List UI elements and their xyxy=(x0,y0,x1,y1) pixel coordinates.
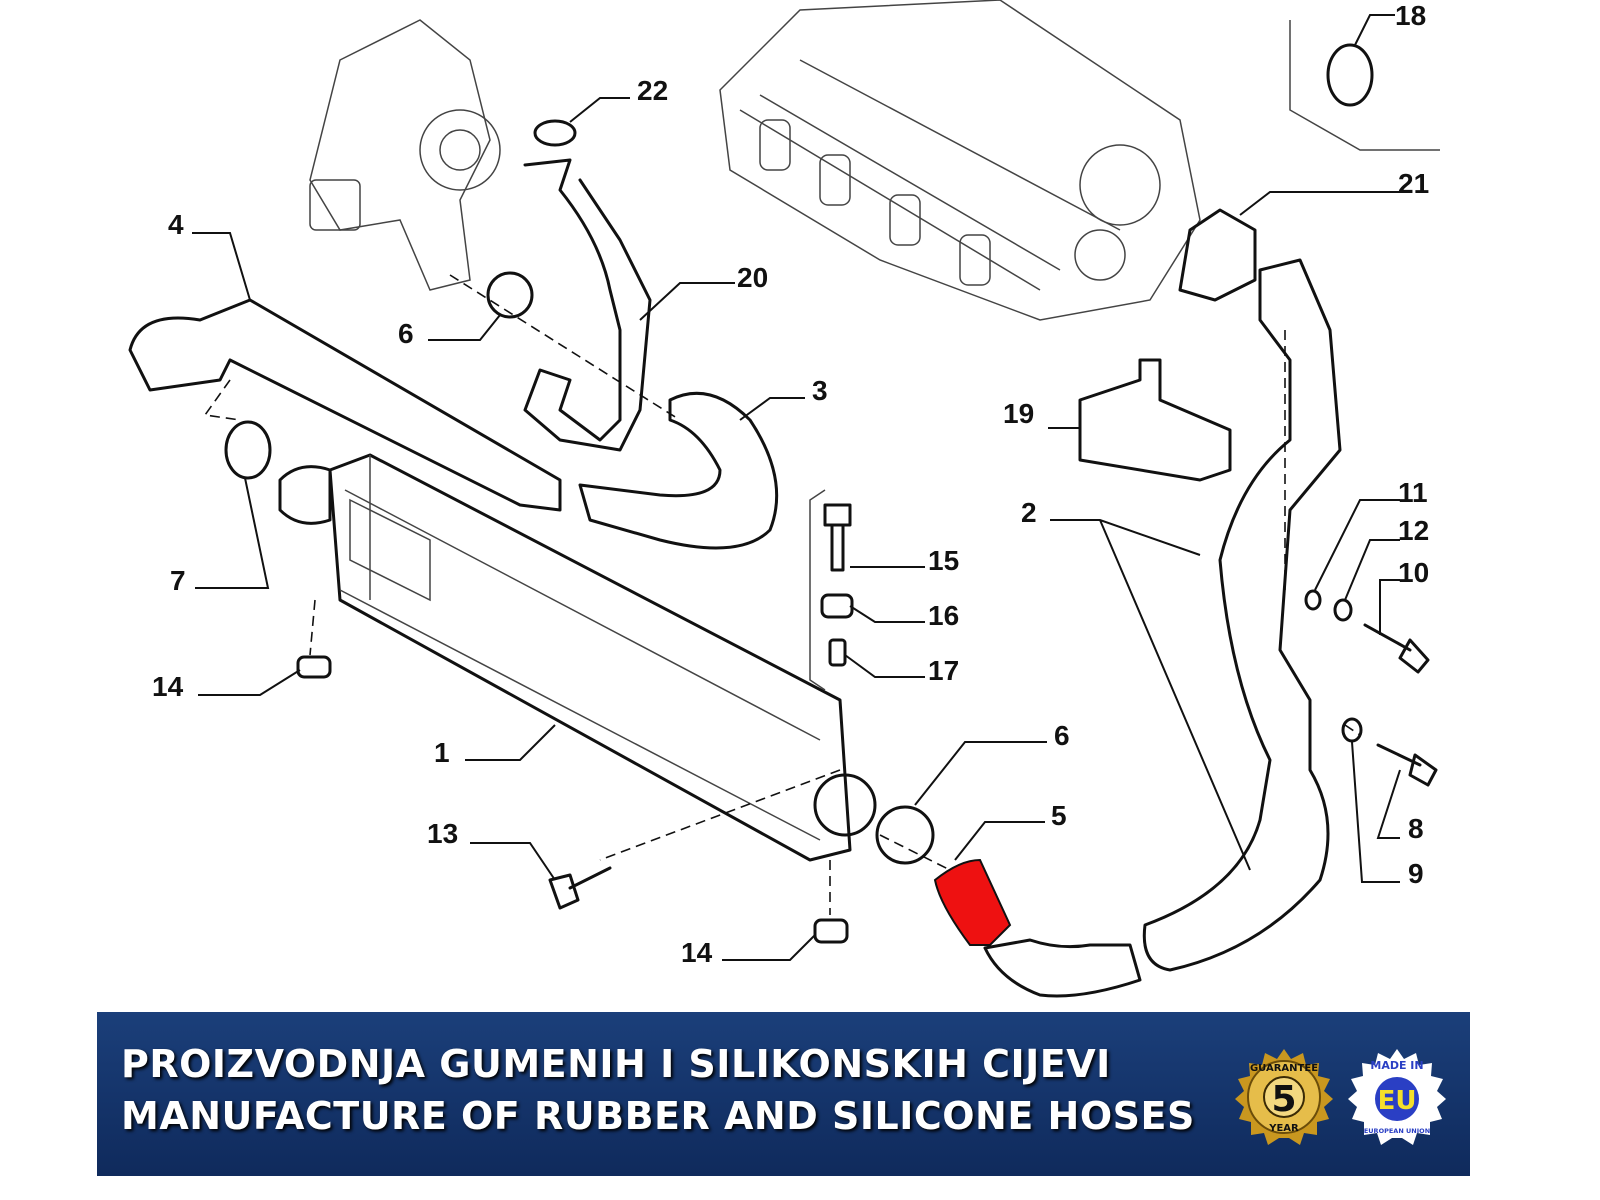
hose-5-elbow xyxy=(983,938,1142,998)
hose-clamp-6-lower xyxy=(875,805,935,865)
callout-12: 12 xyxy=(1398,515,1429,546)
turbocharger xyxy=(309,19,501,291)
leader-lines xyxy=(192,14,1401,961)
callout-19: 19 xyxy=(1003,398,1034,429)
screw-13 xyxy=(548,866,612,910)
hose-clamp-18 xyxy=(1289,20,1440,151)
bolt-15-16-17 xyxy=(809,489,854,691)
callout-8: 8 xyxy=(1408,813,1424,844)
callout-15: 15 xyxy=(928,545,959,576)
hose-5-highlighted xyxy=(933,858,1012,946)
washer-11 xyxy=(1304,589,1322,611)
bolt-8 xyxy=(1376,743,1438,787)
assembly-lines xyxy=(203,274,1361,915)
callout-4: 4 xyxy=(168,209,184,240)
banner-line-local: PROIZVODNJA GUMENIH I SILIKONSKIH CIJEVI xyxy=(121,1042,1111,1086)
callout-13: 13 xyxy=(427,818,458,849)
callout-7: 7 xyxy=(170,565,186,596)
callout-17: 17 xyxy=(928,655,959,686)
footer-banner: PROIZVODNJA GUMENIH I SILIKONSKIH CIJEVI… xyxy=(97,1012,1470,1176)
callout-5: 5 xyxy=(1051,800,1067,831)
callout-1: 1 xyxy=(434,737,450,768)
callout-3: 3 xyxy=(812,375,828,406)
hose-2 xyxy=(1142,258,1342,972)
callout-6: 6 xyxy=(398,318,414,349)
hose-4 xyxy=(128,298,562,512)
badge-european-union-text: EUROPEAN UNION xyxy=(1364,1127,1430,1135)
callout-18: 18 xyxy=(1395,0,1426,31)
o-ring-22 xyxy=(533,119,577,147)
grommet-14-lower xyxy=(813,918,849,944)
banner-line-english: MANUFACTURE OF RUBBER AND SILICONE HOSES xyxy=(121,1094,1195,1138)
intercooler-1 xyxy=(278,453,877,862)
badge-years-number: 5 xyxy=(1271,1079,1296,1120)
hose-clamp-6-upper xyxy=(486,271,534,319)
callout-20: 20 xyxy=(737,262,768,293)
intake-manifold xyxy=(719,0,1201,321)
made-in-eu-badge: MADE IN EU EUROPEAN UNION xyxy=(1348,1049,1446,1145)
badge-made-in-text: MADE IN xyxy=(1370,1059,1423,1072)
callout-6: 6 xyxy=(1054,720,1070,751)
washer-9 xyxy=(1341,717,1363,743)
callout-14: 14 xyxy=(681,937,713,968)
callout-10: 10 xyxy=(1398,557,1429,588)
badge-eu-text: EU xyxy=(1378,1086,1417,1116)
callout-16: 16 xyxy=(928,600,959,631)
hose-clamp-7 xyxy=(224,420,272,480)
gasket-21 xyxy=(1178,208,1257,302)
callout-11: 11 xyxy=(1398,477,1428,508)
pipe-20 xyxy=(523,158,652,452)
washer-12 xyxy=(1333,598,1353,622)
badge-guarantee-text: GUARANTEE xyxy=(1250,1063,1318,1074)
bolt-10 xyxy=(1363,623,1430,674)
grommet-14-upper xyxy=(296,655,332,679)
callout-14: 14 xyxy=(152,671,184,702)
callout-21: 21 xyxy=(1398,168,1429,199)
callout-9: 9 xyxy=(1408,858,1424,889)
hose-3 xyxy=(578,391,779,550)
badge-year-text: YEAR xyxy=(1268,1123,1299,1134)
callout-2: 2 xyxy=(1021,497,1037,528)
guarantee-5-year-badge: GUARANTEE 5 YEAR xyxy=(1235,1049,1333,1145)
callout-22: 22 xyxy=(637,75,668,106)
bracket-19 xyxy=(1078,358,1232,482)
